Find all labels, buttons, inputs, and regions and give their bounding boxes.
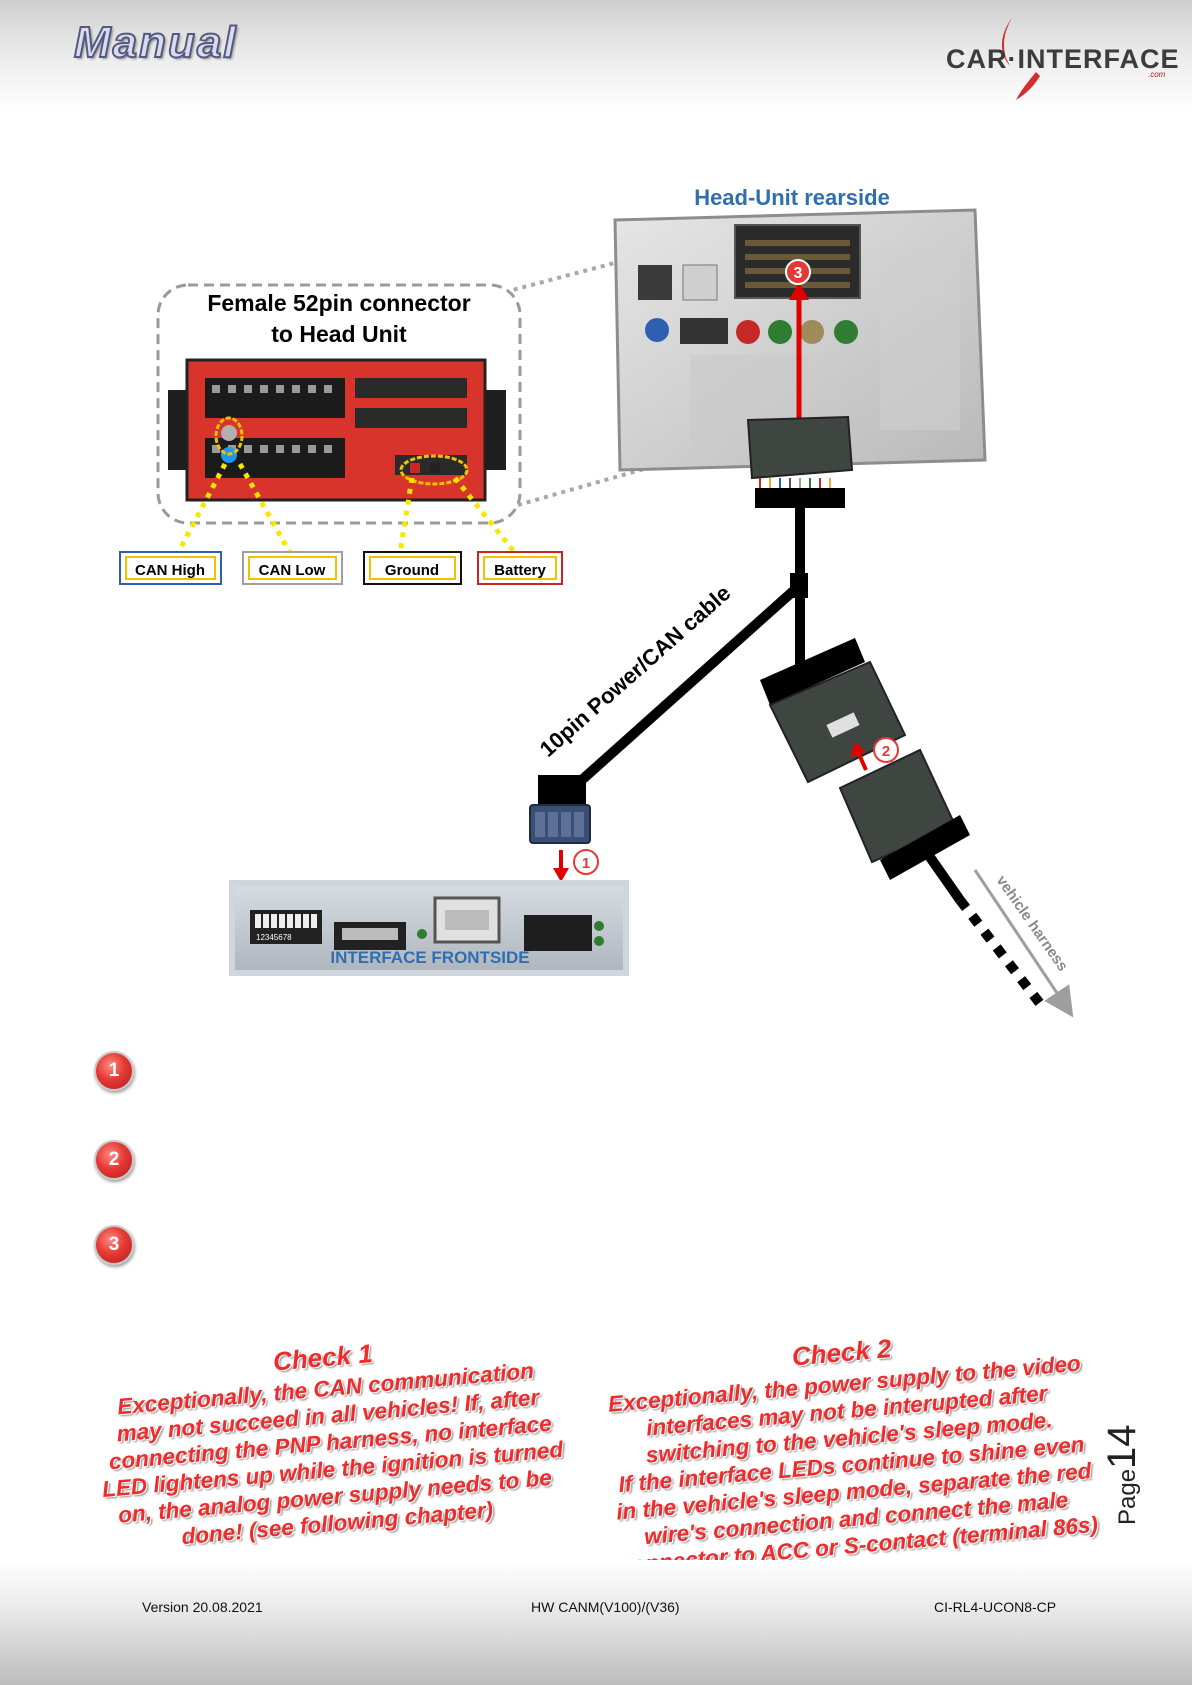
connector-label-line1: Female 52pin connector xyxy=(207,290,470,316)
male-connector-head-unit xyxy=(746,415,854,480)
page-word: Page xyxy=(1114,1468,1141,1525)
marker-1-label: 1 xyxy=(582,855,590,872)
step-badge-2: 2 xyxy=(94,1140,134,1180)
power-can-cable xyxy=(561,581,804,799)
marker-2-vehicle xyxy=(873,737,899,763)
fakra-green-1 xyxy=(768,320,792,344)
svg-text:CAN Low: CAN Low xyxy=(259,562,326,579)
footer-band xyxy=(0,1560,1192,1685)
vehicle-harness-line xyxy=(920,847,965,903)
dip-switch xyxy=(250,910,322,944)
socket-flat xyxy=(680,318,728,344)
fakra-green-2 xyxy=(834,320,858,344)
cable-boot-head-unit xyxy=(755,488,845,508)
pin-can-low-marker xyxy=(221,425,237,441)
pin-label-battery: Battery xyxy=(477,551,563,585)
logo-swoosh-tail-icon xyxy=(1016,72,1040,100)
fakra-blue xyxy=(645,318,669,342)
cable-boot-vehicle-side xyxy=(760,638,865,705)
insert-arrow-2 xyxy=(856,751,868,771)
socket-black xyxy=(638,265,672,300)
fakra-tan xyxy=(800,320,824,344)
pin-label-ground: Ground xyxy=(363,551,462,585)
10pin-plug-boot xyxy=(538,775,586,807)
marker-2-label: 2 xyxy=(882,743,890,760)
power-socket-10pin xyxy=(524,915,592,951)
status-led xyxy=(417,929,427,939)
page-number: Page14 xyxy=(1100,1424,1145,1525)
leader-ground xyxy=(397,477,415,554)
logo-sub: .com xyxy=(1148,70,1166,79)
cable-boot-vehicle xyxy=(880,815,970,880)
logo-swoosh-icon xyxy=(1001,18,1012,66)
pin-label-can-low: CAN Low xyxy=(242,551,343,585)
footer-doc-id: CI-RL4-UCON8-CP xyxy=(934,1599,1057,1615)
marker-1-interface xyxy=(573,849,599,875)
interface-label: INTERFACE FRONTSIDE xyxy=(330,948,529,967)
car-interface-logo xyxy=(1001,18,1040,100)
svg-text:CAN High: CAN High xyxy=(135,562,205,579)
marker-3-label: 3 xyxy=(794,265,803,282)
head-unit-label: Head-Unit rearside xyxy=(694,185,890,210)
leader-line-bottom xyxy=(517,438,746,507)
vehicle-harness-dotted xyxy=(956,896,1049,1014)
connector-label-line2: to Head Unit xyxy=(271,321,407,347)
pin-label-can-high: CAN High xyxy=(119,551,222,585)
footer-hardware: HW CANM(V100)/(V36) xyxy=(531,1599,680,1615)
logo-text: CAR·INTERFACE xyxy=(946,44,1180,74)
fakra-red xyxy=(736,320,760,344)
marker-3-head-unit xyxy=(785,259,811,285)
leader-battery xyxy=(453,476,517,555)
manual-title: Manual xyxy=(73,17,238,68)
step-badge-1: 1 xyxy=(94,1051,134,1091)
header-band xyxy=(0,0,1192,110)
socket-gray xyxy=(682,264,718,301)
check-2-note: Check 2 Exceptionally, the power supply … xyxy=(541,1311,1158,1584)
interface-frontside: 12345678 INTERFACE FRONTSIDE xyxy=(229,880,629,976)
step-badge-3: 3 xyxy=(94,1225,134,1265)
svg-text:Ground: Ground xyxy=(385,562,439,579)
harness-label: vehicle harness xyxy=(993,873,1071,975)
page-number-value: 14 xyxy=(1100,1424,1144,1469)
wiring-diagram: Head-Unit rearside 3 10pin Power/CAN cab… xyxy=(119,185,1074,1018)
svg-text:Battery: Battery xyxy=(494,562,546,579)
dip-numbers: 12345678 xyxy=(256,933,292,942)
footer-version: Version 20.08.2021 xyxy=(142,1599,263,1615)
harness-direction-arrow xyxy=(973,869,1074,1018)
check-1-note: Check 1 Exceptionally, the CAN communica… xyxy=(53,1319,608,1560)
